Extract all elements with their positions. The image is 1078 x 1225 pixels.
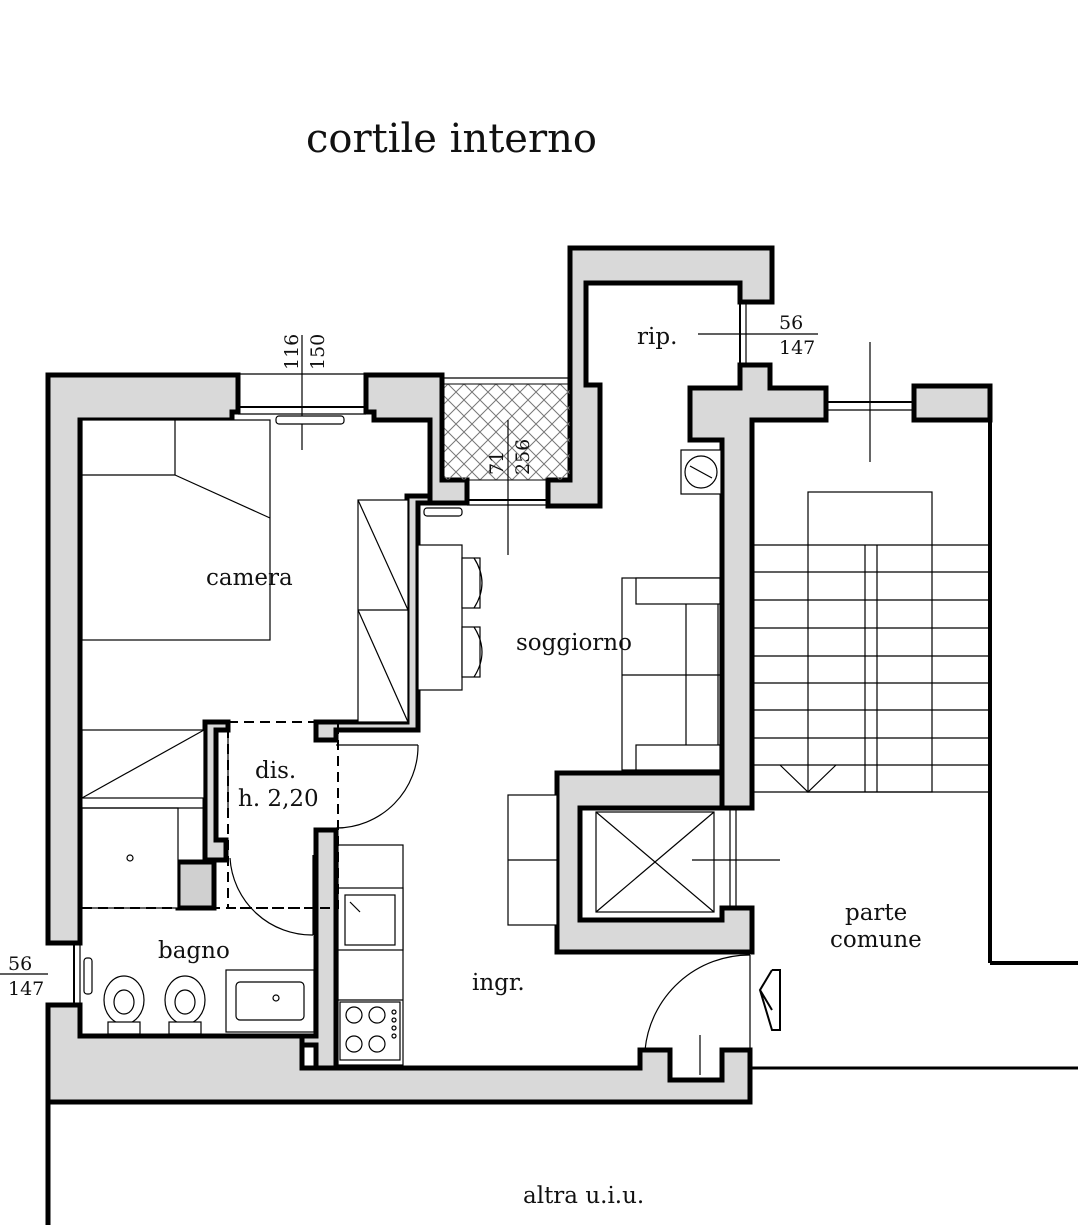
label-comune: comune [830, 927, 922, 953]
dim-camera-top: 116 [281, 334, 303, 370]
label-ingr: ingr. [472, 970, 525, 996]
dim-loggia-bottom: 256 [512, 439, 534, 475]
label-soggiorno: soggiorno [516, 630, 632, 656]
loggia-hatch [443, 383, 571, 481]
dim-bagno-bottom: 147 [8, 978, 44, 1000]
label-camera: camera [206, 565, 293, 591]
label-dis: dis. [255, 758, 296, 784]
wall-left-lower [45, 1002, 753, 1105]
window-bagno [0, 943, 81, 1005]
dim-rip-bottom: 147 [779, 337, 815, 359]
radiator-soggiorno [423, 507, 463, 517]
wardrobe-camera [357, 499, 409, 723]
bed [81, 419, 271, 641]
label-altra-uiu: altra u.i.u. [523, 1183, 644, 1209]
bath-fixtures [103, 969, 315, 1035]
dim-loggia-top: 71 [486, 451, 508, 475]
window-stair [826, 342, 914, 462]
window-camera [238, 335, 366, 450]
dim-bagno-top: 56 [8, 953, 32, 975]
boundary-lines [45, 420, 1078, 1225]
entry-cabinet [507, 794, 558, 926]
sofa [621, 577, 721, 771]
wall-elevator [554, 770, 755, 955]
elevator [595, 808, 780, 913]
radiator-bagno [83, 957, 93, 995]
radiator-camera [275, 415, 345, 425]
wall-dis [202, 719, 231, 863]
kitchen [337, 844, 404, 1066]
dis-dashed-outline [227, 721, 339, 909]
plan-title: cortile interno [306, 116, 597, 162]
boiler [680, 449, 722, 495]
shower [81, 807, 205, 909]
dining-table [417, 544, 483, 691]
doors [82, 721, 781, 1075]
wall-shaft-small [175, 859, 217, 911]
window-loggia [444, 377, 570, 555]
dim-camera-bottom: 150 [307, 334, 329, 370]
radiators [83, 415, 463, 995]
label-dis-height: h. 2,20 [238, 786, 319, 812]
dim-rip-top: 56 [779, 312, 803, 334]
label-bagno: bagno [158, 938, 230, 964]
wardrobe-dis [81, 729, 205, 799]
windows [0, 302, 914, 1005]
window-rip [698, 302, 818, 365]
label-parte: parte [845, 900, 907, 926]
entry-arrow-icon [758, 969, 781, 1031]
staircase [753, 491, 990, 793]
wall-top-right [911, 383, 993, 423]
wall-bath-partition [299, 827, 339, 1071]
label-rip: rip. [637, 324, 677, 350]
